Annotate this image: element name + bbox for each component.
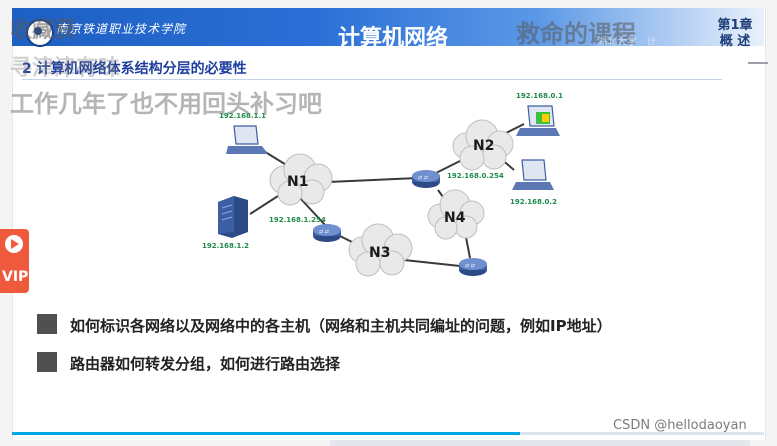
node-label: N2 — [473, 138, 494, 154]
router-icon: ⇄ ⇄ — [412, 170, 440, 188]
danmaku-text: 救命的课程 — [516, 20, 636, 48]
vip-side-tab[interactable]: VIP — [0, 229, 29, 293]
bottom-bar — [330, 440, 750, 446]
video-progress-fill — [12, 432, 520, 435]
svg-text:⇄ ⇄: ⇄ ⇄ — [465, 263, 475, 269]
ip-label: 192.168.0.254 — [447, 172, 504, 180]
vip-label: VIP — [2, 269, 29, 285]
danmaku-text: 工作几年了也不用回头补习吧 — [10, 90, 322, 118]
danmaku-text: 寻津津有味 — [10, 56, 121, 81]
bullet-square-icon — [37, 352, 57, 372]
network-cloud-n4: N4 — [427, 189, 485, 240]
router-icon: ⇄ ⇄ — [459, 258, 487, 276]
node-label: N3 — [369, 245, 390, 261]
danmaku-text: 收藏获 — [10, 18, 77, 43]
chapter-number: 第1章 — [717, 18, 753, 33]
school-name: 南京铁道职业技术学院 — [56, 22, 187, 36]
ip-label: 192.168.1.1 — [219, 112, 266, 120]
bullet-text: 如何标识各网络以及网络中的各主机（网络和主机共同编址的问题，例如IP地址） — [70, 317, 612, 335]
node-label: N4 — [444, 210, 466, 226]
course-title: 计算机网络 — [338, 26, 449, 51]
node-label: N1 — [287, 174, 308, 190]
ip-label: 192.168.1.2 — [202, 242, 249, 250]
ip-label: 192.168.0.1 — [516, 92, 563, 100]
play-icon — [5, 235, 23, 253]
minimize-dash-icon[interactable] — [748, 62, 768, 64]
school-logo-icon — [26, 19, 54, 47]
csdn-watermark: CSDN @hellodaoyan — [613, 418, 747, 433]
bullet-text: 路由器如何转发分组，如何进行路由选择 — [70, 355, 341, 373]
ip-label: 192.168.1.254 — [269, 216, 326, 224]
title-divider — [22, 79, 722, 80]
slide — [12, 8, 766, 440]
network-cloud-n1: N1 — [269, 153, 333, 206]
chapter-name: 概 述 — [719, 34, 751, 49]
laptop-icon — [516, 105, 560, 136]
laptop-icon — [512, 159, 554, 190]
section-title: 2 计算机网络体系结构分层的必要性 — [22, 61, 247, 77]
router-icon: ⇄ ⇄ — [313, 224, 341, 242]
network-cloud-n2: N2 — [452, 119, 514, 171]
server-icon — [218, 196, 248, 238]
bullet-square-icon — [37, 314, 57, 334]
svg-text:⇄ ⇄: ⇄ ⇄ — [418, 175, 428, 181]
chapter-label: 第1章 概 述 — [714, 18, 756, 50]
slide-header: 南京铁道职业技术学院 计算机网络 第1章 概 述 — [12, 8, 764, 51]
danmaku-text: 湖北大学 · 计 — [597, 37, 657, 48]
ip-label: 192.168.0.2 — [510, 198, 557, 206]
svg-text:⇄ ⇄: ⇄ ⇄ — [319, 229, 329, 235]
laptop-icon — [226, 125, 268, 154]
network-cloud-n3: N3 — [348, 223, 413, 277]
